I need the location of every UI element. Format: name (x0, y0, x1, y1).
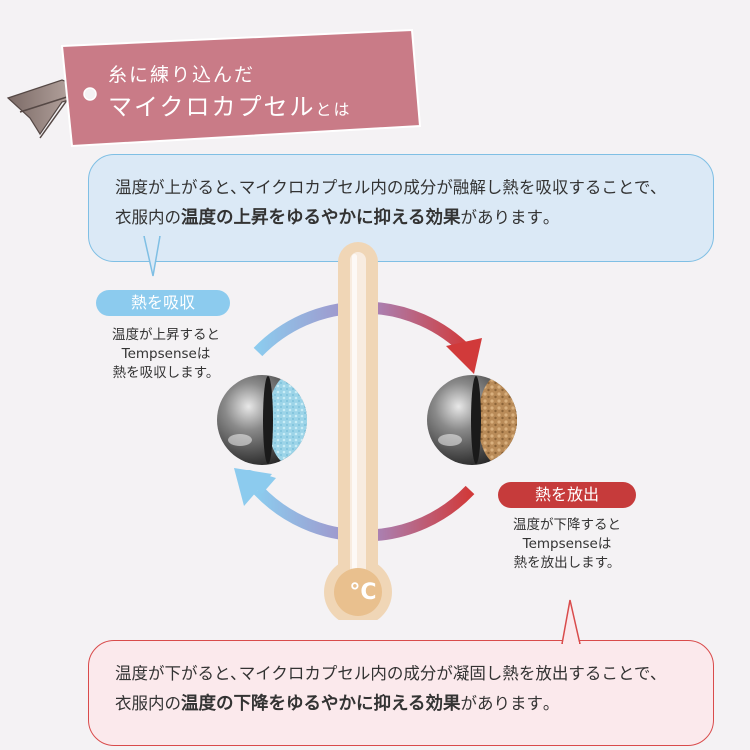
bottom-bubble-line-2: 衣服内の温度の下降をゆるやかに抑える効果があります｡ (115, 689, 687, 719)
upper-arrowhead (446, 338, 482, 374)
top-bubble-emphasis: 温度の上昇をゆるやかに抑える効果 (181, 208, 461, 228)
celsius-unit: °C (349, 580, 377, 605)
bottom-bubble-emphasis: 温度の下降をゆるやかに抑える効果 (181, 694, 461, 714)
release-description: 温度が下降すると Tempsenseは 熱を放出します。 (492, 516, 642, 573)
release-label: 熱を放出 (498, 482, 636, 508)
bottom-bubble-suffix: があります｡ (460, 694, 552, 713)
title-line-2: マイクロカプセルとは (108, 87, 352, 122)
absorb-desc-line-2: Tempsenseは (121, 346, 211, 362)
bottom-bubble-tail (561, 599, 581, 644)
top-speech-bubble: 温度が上がると､マイクロカプセル内の成分が融解し熱を吸収することで､ 衣服内の温… (88, 154, 714, 262)
heat-cycle-diagram (217, 242, 517, 620)
title-suffix: とは (315, 100, 352, 119)
title-line-1: 糸に練り込んだ (108, 64, 256, 86)
absorb-capsule (217, 375, 307, 465)
absorb-label: 熱を吸収 (96, 290, 230, 316)
release-desc-line-1: 温度が下降すると (513, 517, 621, 533)
title-banner (6, 28, 422, 148)
release-desc-line-3: 熱を放出します。 (513, 555, 621, 571)
thermometer (324, 242, 392, 620)
absorb-description: 温度が上昇すると Tempsenseは 熱を吸収します。 (92, 326, 240, 383)
top-bubble-line-1: 温度が上がると､マイクロカプセル内の成分が融解し熱を吸収することで､ (115, 178, 659, 197)
title-main: マイクロカプセル (108, 93, 316, 121)
absorb-desc-line-1: 温度が上昇すると (112, 327, 220, 343)
release-capsule (427, 375, 517, 465)
bottom-speech-bubble: 温度が下がると､マイクロカプセル内の成分が凝固し熱を放出することで､ 衣服内の温… (88, 640, 714, 746)
absorb-desc-line-3: 熱を吸収します。 (112, 365, 220, 381)
top-bubble-prefix: 衣服内の (115, 208, 181, 227)
bottom-bubble-line-1: 温度が下がると､マイクロカプセル内の成分が凝固し熱を放出することで､ (115, 664, 659, 683)
top-bubble-suffix: があります｡ (460, 208, 552, 227)
top-bubble-tail (143, 236, 161, 277)
release-desc-line-2: Tempsenseは (522, 536, 612, 552)
bottom-bubble-prefix: 衣服内の (115, 694, 181, 713)
top-bubble-line-2: 衣服内の温度の上昇をゆるやかに抑える効果があります｡ (115, 203, 687, 233)
